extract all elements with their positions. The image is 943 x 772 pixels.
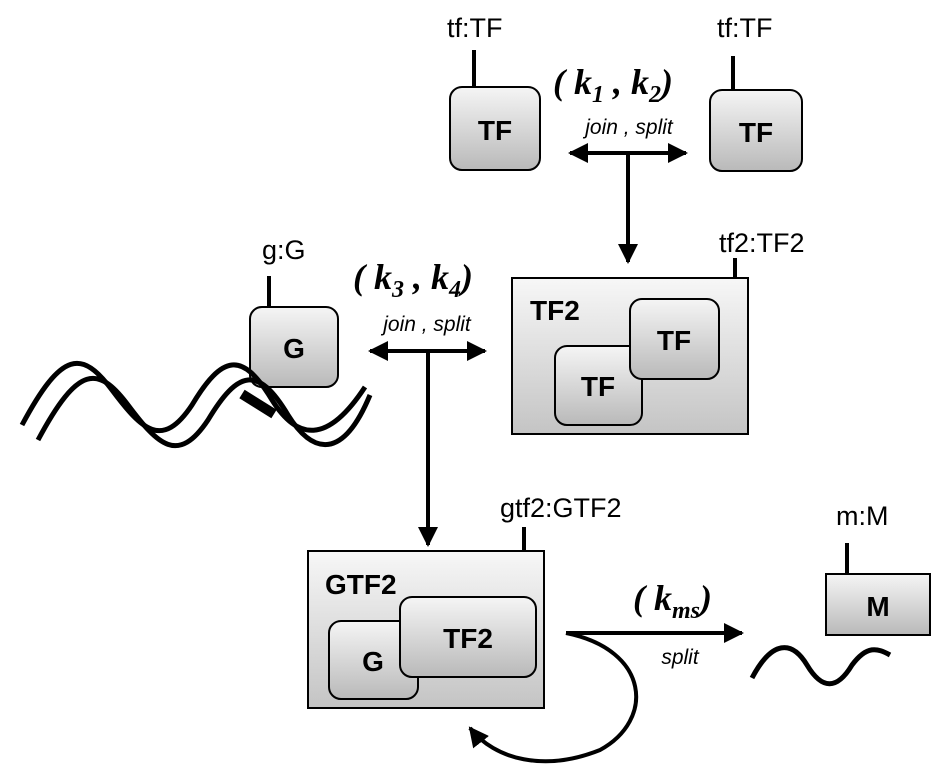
paren-open: (: [553, 62, 568, 102]
dna-binding-site: [239, 389, 277, 419]
reaction3-rate: ( kms): [633, 578, 712, 624]
tf-right-box: [709, 89, 803, 172]
rate-k4-sub: 4: [448, 277, 461, 303]
tf2-label: tf2:TF2: [719, 228, 805, 258]
mrna-strand: [749, 645, 892, 687]
m-text: M: [866, 591, 889, 622]
reaction1-actions: join , split: [582, 116, 674, 139]
reaction2-actions: join , split: [380, 313, 472, 336]
reaction3-return-arrow: [468, 631, 638, 764]
tf2-inner-tf-bottom-text: TF: [581, 371, 615, 402]
rate-k2: k: [631, 62, 649, 102]
rate-k3-sub: 3: [391, 277, 404, 303]
dna-strand-2: [35, 376, 373, 449]
tf-left-text: TF: [478, 115, 512, 146]
rate-k2-sub: 2: [648, 82, 661, 108]
rate-kms-sub: ms: [672, 598, 700, 624]
tf-right-text: TF: [739, 117, 773, 148]
tf-right-label: tf:TF: [717, 13, 773, 43]
reaction3-actions: split: [661, 646, 700, 669]
rate-k1: k: [574, 62, 592, 102]
m-box: [825, 573, 931, 636]
g-text: G: [283, 333, 305, 364]
rate-k4: k: [431, 257, 449, 297]
tf2-inner-tf-top: [629, 298, 720, 380]
reaction2-rates: ( k3 , k4): [353, 257, 473, 303]
rate-k3: k: [374, 257, 392, 297]
paren-close: ): [658, 62, 673, 102]
m-label: m:M: [836, 501, 888, 531]
gtf2-label: gtf2:GTF2: [500, 493, 622, 523]
rate-kms: k: [654, 578, 672, 618]
gtf2-title: GTF2: [325, 569, 397, 600]
tf2-title: TF2: [530, 295, 580, 326]
reaction1-rates: ( k1 , k2): [553, 62, 673, 108]
gtf2-inner-g-text: G: [362, 646, 384, 677]
tf2-inner-tf-bottom: [554, 345, 643, 426]
gtf2-inner-tf2-text: TF2: [443, 623, 493, 654]
g-label: g:G: [262, 235, 306, 265]
g-box: [249, 306, 339, 388]
tf2-inner-tf-top-text: TF: [657, 325, 691, 356]
gtf2-inner-tf2: [399, 596, 537, 678]
tf-left-box: [449, 86, 541, 171]
tf-left-label: tf:TF: [447, 13, 503, 43]
rate-k1-sub: 1: [592, 82, 604, 108]
